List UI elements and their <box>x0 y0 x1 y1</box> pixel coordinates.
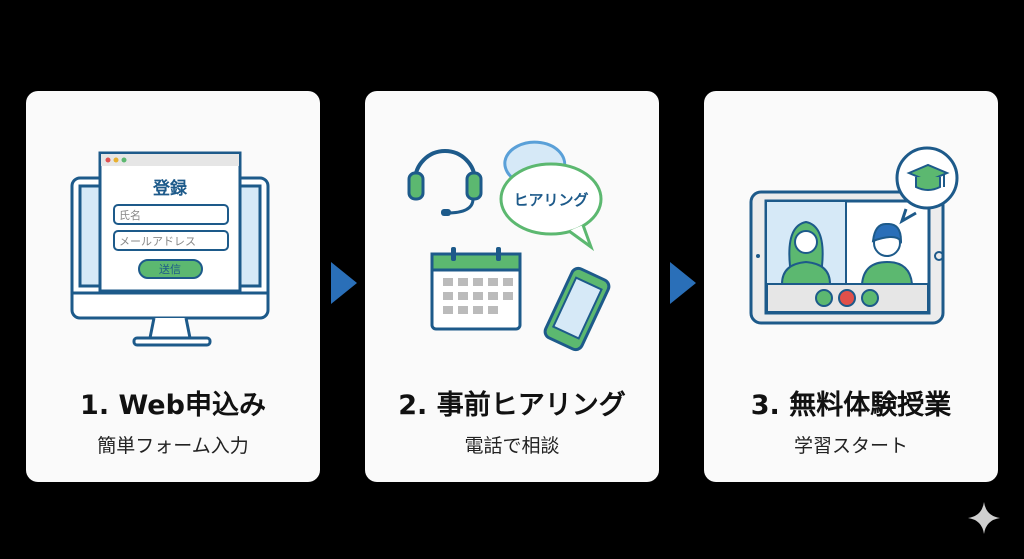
email-placeholder: メールアドレス <box>119 235 196 248</box>
submit-button[interactable] <box>138 259 203 279</box>
step-subtitle: 電話で相談 <box>464 435 560 457</box>
bubble-text: ヒアリング <box>513 191 588 209</box>
video-call-illustration <box>749 146 959 325</box>
student-avatar <box>860 222 914 285</box>
step-title: 3. 無料体験授業 <box>750 390 952 421</box>
step-card-hearing: ヒアリング 2. 事前ヒアリング 電話で相談 <box>365 91 659 482</box>
step-subtitle: 学習スタート <box>793 435 908 457</box>
name-placeholder: 氏名 <box>119 208 141 222</box>
submit-label: 送信 <box>159 262 181 276</box>
email-input[interactable] <box>113 230 229 251</box>
graduation-cap-icon <box>895 146 959 225</box>
hang-up-button[interactable] <box>838 289 856 307</box>
next-arrow-icon <box>331 262 357 304</box>
step-card-web-application: 登録 氏名 メールアドレス 送信 1. Web申込み 簡単フォーム入力 <box>26 91 320 482</box>
step-card-trial-lesson: 3. 無料体験授業 学習スタート <box>704 91 998 482</box>
step-title: 2. 事前ヒアリング <box>398 390 626 421</box>
smartphone-icon <box>543 266 611 352</box>
computer-form-illustration: 登録 氏名 メールアドレス 送信 <box>70 151 270 347</box>
step-subtitle: 簡単フォーム入力 <box>97 435 249 457</box>
name-input[interactable] <box>113 204 229 225</box>
next-arrow-icon <box>670 262 696 304</box>
hearing-illustration: ヒアリング <box>407 140 611 352</box>
microphone-button[interactable] <box>815 289 833 307</box>
calendar-icon <box>430 247 522 331</box>
form-heading: 登録 <box>152 178 188 199</box>
step-title: 1. Web申込み <box>80 390 266 421</box>
speech-bubble-icon: ヒアリング <box>499 140 603 252</box>
camera-button[interactable] <box>861 289 879 307</box>
headset-icon <box>407 149 483 216</box>
teacher-avatar <box>780 220 832 285</box>
window-close-dot <box>105 157 111 163</box>
sparkle-icon <box>968 502 1000 534</box>
